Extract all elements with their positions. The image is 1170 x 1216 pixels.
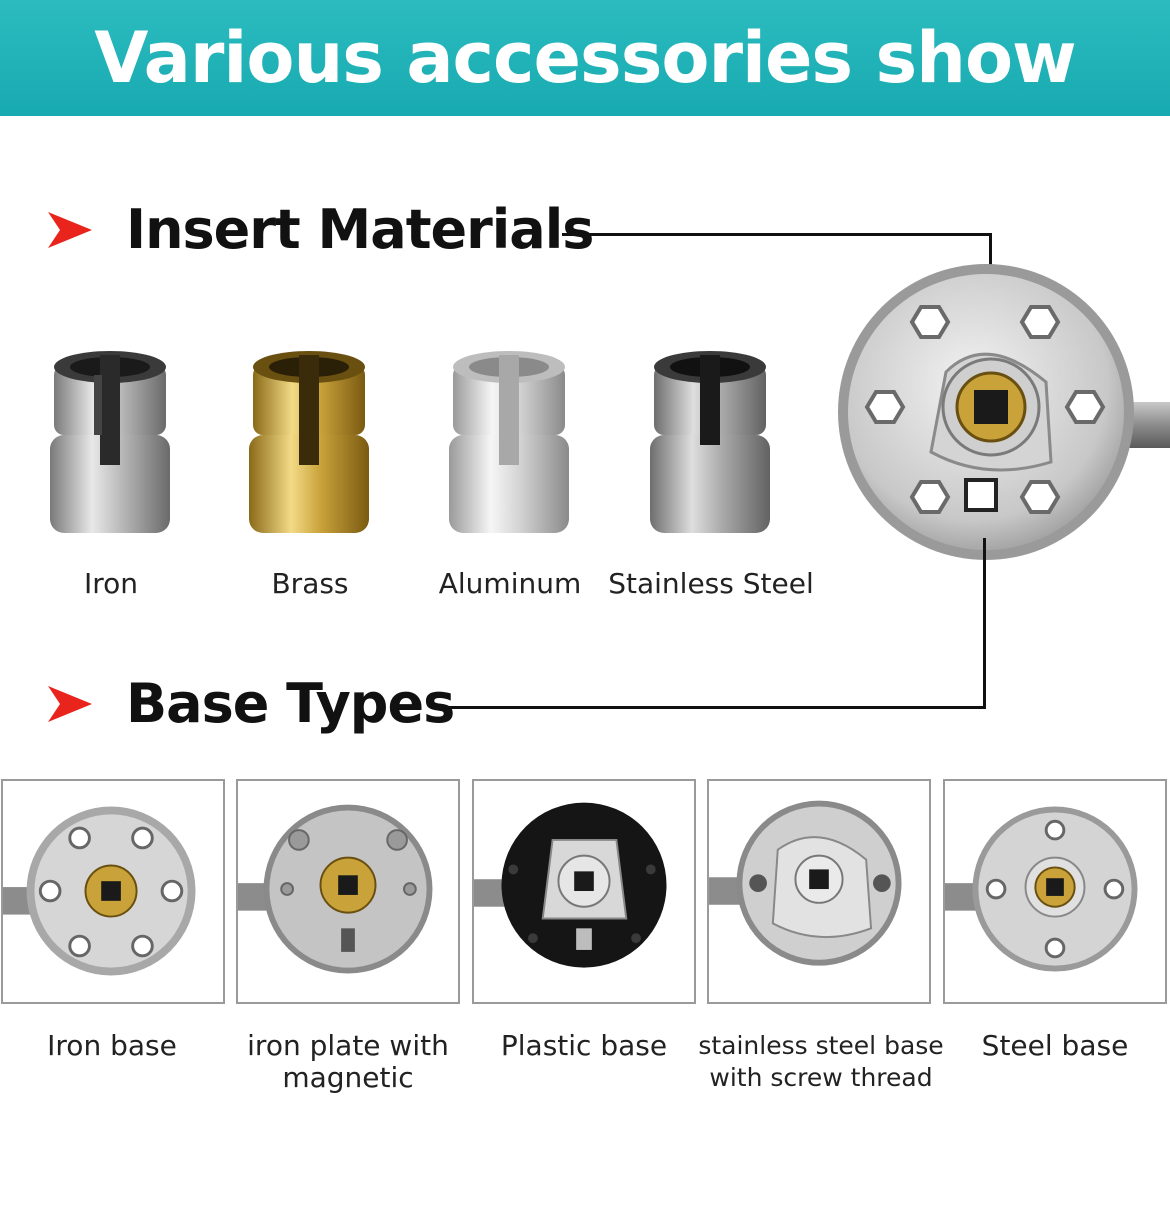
base-card-iron xyxy=(1,779,225,1004)
base-card-stainless-screw xyxy=(707,779,931,1004)
insert-leader-line-h xyxy=(562,233,992,236)
base-closeup-image xyxy=(838,264,1170,560)
insert-label: Aluminum xyxy=(438,567,582,600)
insert-iron: Iron xyxy=(6,345,206,605)
base-leader-line-v xyxy=(983,538,986,709)
insert-stainless-steel-image xyxy=(650,351,770,533)
page-title: Various accessories show xyxy=(94,17,1076,99)
base-card-iron-plate-magnetic xyxy=(236,779,460,1004)
arrow-right-icon xyxy=(48,211,92,248)
plastic-base-image xyxy=(474,802,667,968)
base-label: Iron base xyxy=(47,1029,177,1062)
base-types-title: Base Types xyxy=(126,672,455,735)
insert-materials-heading: Insert Materials xyxy=(48,198,594,261)
insert-aluminum-image xyxy=(449,351,569,533)
insert-brass-image xyxy=(249,351,369,533)
insert-stainless-steel: Stainless Steel xyxy=(606,345,814,605)
base-card-steel xyxy=(943,779,1167,1004)
iron-plate-magnetic-image xyxy=(238,804,433,974)
insert-label: Stainless Steel xyxy=(608,567,814,600)
base-leader-line-h xyxy=(446,706,986,709)
base-card-plastic xyxy=(472,779,696,1004)
base-label: stainless steel base with screw thread xyxy=(698,1031,944,1092)
stainless-steel-screw-base-image xyxy=(709,800,902,966)
base-label: iron plate with magnetic xyxy=(247,1029,449,1094)
base-label: Plastic base xyxy=(500,1029,668,1062)
base-label: Steel base xyxy=(981,1029,1129,1062)
arrow-right-icon xyxy=(48,685,92,722)
insert-iron-image xyxy=(50,351,170,533)
insert-materials-title: Insert Materials xyxy=(126,198,594,261)
header-banner: Various accessories show xyxy=(0,0,1170,116)
base-types-heading: Base Types xyxy=(48,672,455,735)
insert-brass: Brass xyxy=(205,345,405,605)
insert-aluminum: Aluminum xyxy=(405,345,605,605)
iron-base-image xyxy=(3,806,196,976)
steel-base-image xyxy=(945,806,1138,972)
insert-label: Iron xyxy=(83,567,139,600)
insert-label: Brass xyxy=(271,567,349,600)
